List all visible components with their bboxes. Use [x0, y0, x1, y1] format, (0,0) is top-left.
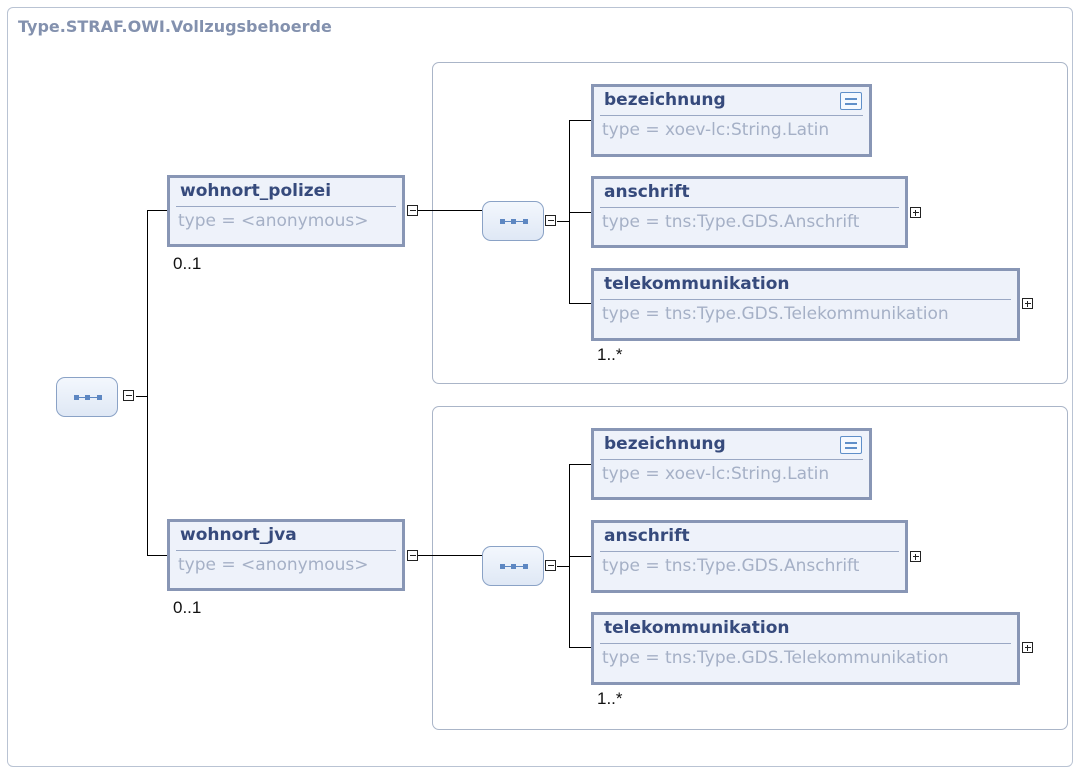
connector: [418, 210, 482, 211]
element-bezeichnung[interactable]: bezeichnung type = xoev-lc:String.Latin: [591, 428, 872, 500]
element-name: bezeichnung: [604, 434, 726, 454]
divider: [600, 459, 863, 460]
divider: [600, 115, 863, 116]
connector: [136, 396, 148, 397]
divider: [600, 643, 1011, 644]
connector: [569, 556, 591, 557]
divider: [600, 207, 899, 208]
documentation-icon: [840, 436, 862, 454]
cardinality-label: 1..*: [597, 689, 623, 708]
sequence-icon: [500, 219, 528, 224]
expand-toggle[interactable]: [1022, 298, 1033, 309]
element-bezeichnung[interactable]: bezeichnung type = xoev-lc:String.Latin: [591, 84, 872, 157]
element-type: type = <anonymous>: [178, 211, 369, 231]
element-name: wohnort_jva: [180, 525, 297, 545]
element-anschrift[interactable]: anschrift type = tns:Type.GDS.Anschrift: [591, 176, 908, 248]
element-name: telekommunikation: [604, 618, 790, 638]
element-type: type = <anonymous>: [178, 555, 369, 575]
connector: [569, 303, 591, 304]
sequence-icon: [500, 564, 528, 569]
connector: [147, 555, 167, 556]
divider: [176, 206, 396, 207]
element-name: wohnort_polizei: [180, 181, 332, 201]
element-type: type = tns:Type.GDS.Anschrift: [602, 556, 860, 576]
element-name: bezeichnung: [604, 90, 726, 110]
element-type: type = tns:Type.GDS.Telekommunikation: [602, 648, 949, 668]
sequence-compositor-polizei[interactable]: [482, 201, 544, 241]
element-anschrift[interactable]: anschrift type = tns:Type.GDS.Anschrift: [591, 520, 908, 593]
collapse-toggle[interactable]: [545, 215, 556, 226]
collapse-toggle[interactable]: [407, 550, 418, 561]
element-type: type = tns:Type.GDS.Telekommunikation: [602, 304, 949, 324]
connector: [147, 210, 167, 211]
connector: [569, 464, 591, 465]
sequence-icon: [74, 395, 102, 400]
element-type: type = tns:Type.GDS.Anschrift: [602, 212, 860, 232]
connector: [569, 647, 591, 648]
element-type: type = xoev-lc:String.Latin: [602, 120, 830, 140]
collapse-toggle[interactable]: [407, 205, 418, 216]
documentation-icon: [840, 92, 862, 110]
expand-toggle[interactable]: [910, 207, 921, 218]
element-telekommunikation[interactable]: telekommunikation type = tns:Type.GDS.Te…: [591, 268, 1020, 341]
connector: [557, 221, 570, 222]
expand-toggle[interactable]: [1022, 642, 1033, 653]
cardinality-label: 0..1: [173, 254, 202, 273]
connector: [569, 120, 591, 121]
divider: [600, 551, 899, 552]
cardinality-label: 0..1: [173, 598, 202, 617]
expand-toggle[interactable]: [910, 551, 921, 562]
element-telekommunikation[interactable]: telekommunikation type = tns:Type.GDS.Te…: [591, 612, 1020, 685]
element-wohnort-jva[interactable]: wohnort_jva type = <anonymous>: [167, 519, 405, 591]
connector: [147, 210, 148, 556]
element-name: anschrift: [604, 526, 690, 546]
connector: [557, 566, 570, 567]
diagram-title: Type.STRAF.OWI.Vollzugsbehoerde: [18, 17, 332, 36]
divider: [600, 299, 1011, 300]
cardinality-label: 1..*: [597, 345, 623, 364]
element-name: telekommunikation: [604, 274, 790, 294]
root-sequence-compositor[interactable]: [56, 377, 118, 417]
element-type: type = xoev-lc:String.Latin: [602, 464, 830, 484]
sequence-compositor-jva[interactable]: [482, 546, 544, 586]
collapse-toggle[interactable]: [123, 390, 134, 401]
connector: [418, 555, 482, 556]
element-wohnort-polizei[interactable]: wohnort_polizei type = <anonymous>: [167, 175, 405, 247]
connector: [569, 212, 591, 213]
divider: [176, 550, 396, 551]
element-name: anschrift: [604, 182, 690, 202]
collapse-toggle[interactable]: [545, 560, 556, 571]
